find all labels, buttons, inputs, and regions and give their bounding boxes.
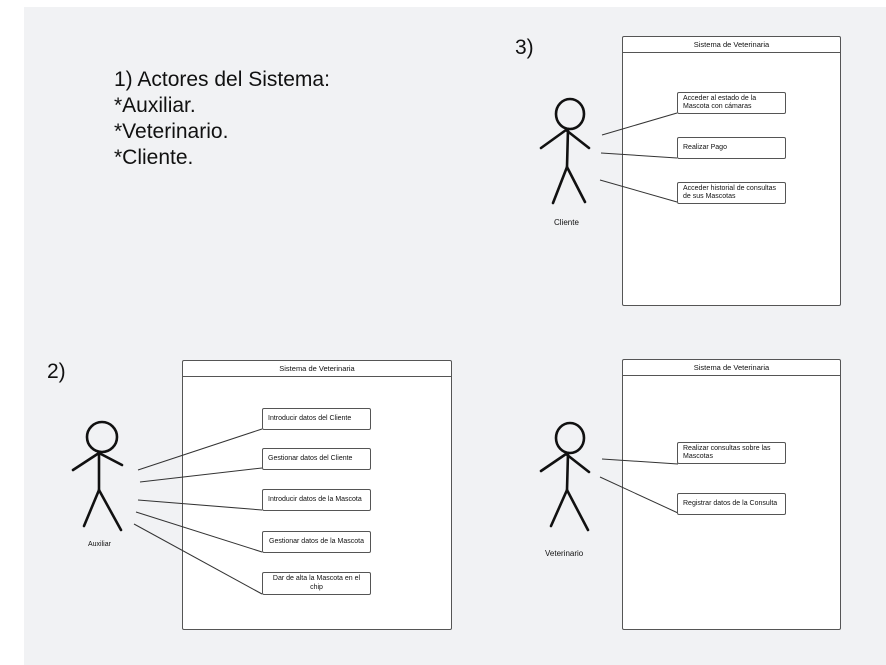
use-case: Acceder historial de consultas de sus Ma…: [677, 182, 786, 204]
association-line: [599, 476, 679, 514]
step-3-label: 3): [515, 36, 534, 59]
system-box-cliente: Sistema de Veterinaria: [622, 36, 841, 306]
actor-figure-veterinario: [539, 421, 591, 532]
association-line: [601, 112, 678, 136]
use-case: Realizar Pago: [677, 137, 786, 159]
actor-item-veterinario: *Veterinario.: [114, 120, 229, 143]
association-line: [137, 499, 263, 511]
actor-item-cliente: *Cliente.: [114, 146, 194, 169]
actors-heading: 1) Actores del Sistema:: [114, 68, 330, 91]
system-title: Sistema de Veterinaria: [623, 37, 840, 53]
use-case: Realizar consultas sobre las Mascotas: [677, 442, 786, 464]
association-line: [137, 428, 263, 471]
association-line: [599, 179, 678, 203]
actor-figure-cliente: [539, 97, 591, 205]
use-case: Acceder al estado de la Mascota con cáma…: [677, 92, 786, 114]
use-case: Gestionar datos de la Mascota: [262, 531, 371, 553]
association-line: [139, 467, 263, 483]
use-case: Dar de alta la Mascota en el chip: [262, 572, 371, 595]
actor-item-auxiliar: *Auxiliar.: [114, 94, 196, 117]
actor-label-cliente: Cliente: [554, 218, 579, 227]
use-case: Registrar datos de la Consulta: [677, 493, 786, 515]
association-line: [135, 511, 263, 553]
actor-label-veterinario: Veterinario: [545, 549, 584, 558]
association-line: [133, 523, 263, 595]
use-case: Introducir datos de la Mascota: [262, 489, 371, 511]
use-case: Introducir datos del Cliente: [262, 408, 371, 430]
actor-label-auxiliar: Auxiliar: [88, 541, 111, 548]
system-title: Sistema de Veterinaria: [183, 361, 451, 377]
system-title: Sistema de Veterinaria: [623, 360, 840, 376]
actor-figure-auxiliar: [71, 420, 124, 532]
use-case: Gestionar datos del Cliente: [262, 448, 371, 470]
association-line: [601, 458, 679, 465]
step-2-label: 2): [47, 360, 66, 383]
association-line: [600, 152, 678, 159]
actors-list: 1) Actores del Sistema: *Auxiliar. *Vete…: [114, 67, 330, 171]
